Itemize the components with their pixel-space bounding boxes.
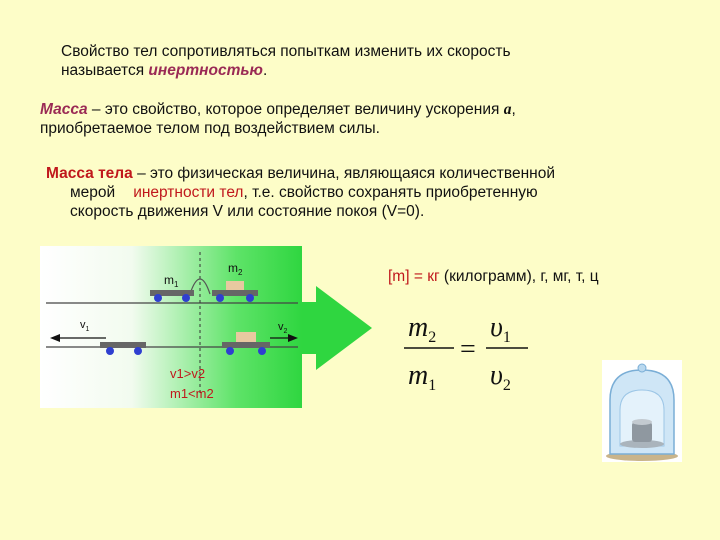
load-block — [226, 281, 244, 290]
thread-icon — [189, 278, 211, 295]
body-mass-line-2: мерой инертности тел, т.е. свойство сохра… — [46, 183, 666, 202]
mass-unit-list: (килограмм), г, мг, т, ц — [439, 268, 599, 285]
label-m1: m1 — [164, 273, 179, 289]
inertia-definition: Свойство тел сопротивляться попыткам изм… — [61, 42, 621, 80]
mass-line-2: приобретаемое телом под воздействием сил… — [40, 120, 380, 137]
formula-den-left: m1 — [408, 360, 436, 394]
body-mass-line-2-b: , т.е. свойство сохранять приобретенную — [243, 184, 538, 201]
cart-m2-bottom — [222, 342, 270, 348]
v1-arrowhead-icon — [50, 334, 60, 342]
acceleration-symbol: a — [503, 101, 512, 118]
body-mass-line-2-a: мерой — [70, 184, 116, 201]
inertia-line-1: Свойство тел сопротивляться попыткам изм… — [61, 43, 511, 60]
mass-line-1: Масса – это свойство, которое определяет… — [40, 100, 660, 119]
mass-velocity-formula: m2 m1 = υ1 υ2 — [404, 312, 528, 394]
label-v2: v2 — [278, 321, 288, 335]
wheel-icon — [258, 347, 266, 355]
inertia-term: инертностью — [148, 62, 263, 79]
formula-equals: = — [460, 334, 476, 365]
cart-m1-bottom — [100, 342, 146, 348]
green-arrow-icon — [302, 286, 372, 370]
body-mass-term: Масса тела — [46, 165, 133, 182]
formula-num-left: m2 — [408, 312, 436, 346]
mass-unit-bracket: [m] = кг — [388, 268, 440, 285]
v2-arrowhead-icon — [288, 334, 298, 342]
label-m2: m2 — [228, 261, 243, 277]
body-mass-line-1: Масса тела – это физическая величина, яв… — [46, 164, 666, 183]
diagram-background — [40, 246, 302, 408]
inertia-of-bodies: инертности тел — [133, 184, 244, 201]
cart-m2-top — [212, 290, 258, 296]
cart-m1-top — [150, 290, 194, 296]
inertia-prefix: называется — [61, 62, 149, 79]
load-block — [236, 332, 256, 342]
wheel-icon — [226, 347, 234, 355]
formula-num-right: υ1 — [490, 312, 511, 346]
body-mass-line-3: скорость движения V или состояние покоя … — [46, 202, 666, 221]
wheel-icon — [134, 347, 142, 355]
mass-units: [m] = кг (килограмм), г, мг, т, ц — [388, 268, 599, 286]
mass-term: Масса — [40, 101, 88, 118]
carts-diagram: m1 m2 v1 v2 v1>v2 m1<m2 — [40, 246, 372, 408]
kilogram-standard-icon — [602, 360, 682, 462]
wheel-icon — [246, 294, 254, 302]
mass-line-1-comma: , — [511, 101, 516, 118]
formula-den-right: υ2 — [490, 360, 511, 394]
inertia-suffix: . — [262, 62, 268, 79]
wheel-icon — [106, 347, 114, 355]
body-mass-line-3-text: скорость движения V или состояние покоя … — [70, 203, 425, 220]
inertia-line-2: называется инертностью. — [61, 61, 621, 80]
body-mass-line-1-text: – это физическая величина, являющаяся ко… — [132, 165, 555, 182]
mass-line-1-text: – это свойство, которое определяет велич… — [87, 101, 504, 118]
body-mass-definition: Масса тела – это физическая величина, яв… — [46, 164, 666, 221]
wheel-icon — [182, 294, 190, 302]
mass-definition: Масса – это свойство, которое определяет… — [40, 100, 660, 138]
wheel-icon — [216, 294, 224, 302]
wheel-icon — [154, 294, 162, 302]
relation-v: v1>v2 — [170, 366, 205, 381]
label-v1: v1 — [80, 319, 90, 333]
relation-m: m1<m2 — [170, 386, 214, 401]
